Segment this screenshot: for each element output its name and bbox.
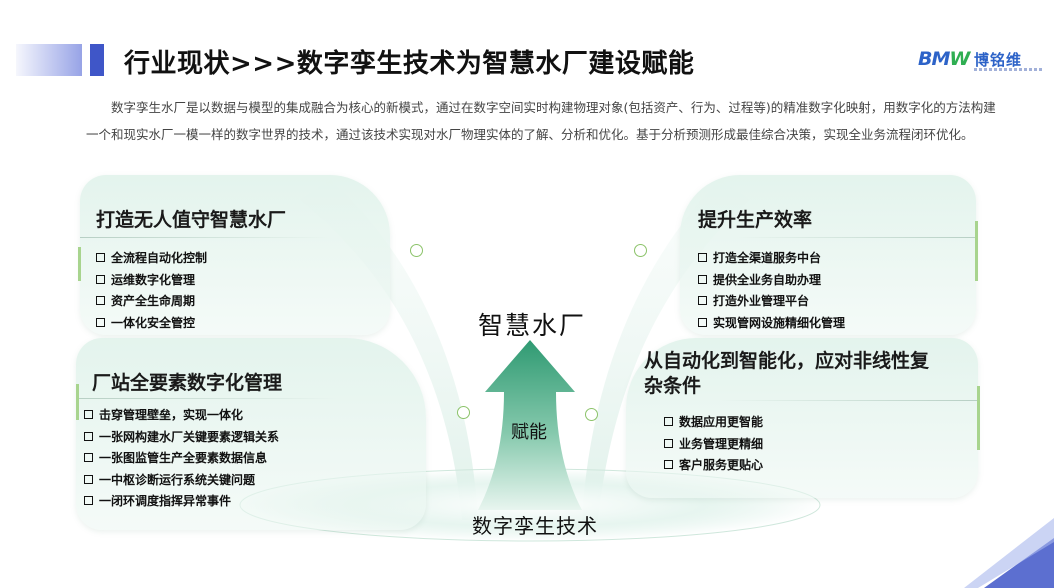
checkbox-icon [698, 253, 707, 262]
header-decor-block [90, 44, 104, 76]
checkbox-icon [84, 453, 93, 462]
header-decor-bar [16, 44, 82, 76]
checkbox-icon [698, 317, 707, 327]
logo-tagline-decor [974, 68, 1044, 71]
panel-production-efficiency: 提升生产效率 打造全渠道服务中台 提供全业务自助办理 打造外业管理平台 实现管网… [680, 175, 978, 335]
smart-water-plant-label: 智慧水厂 [478, 311, 587, 340]
panel-divider [80, 237, 330, 238]
list-item: 运维数字化管理 [96, 271, 207, 293]
panel-divider [736, 237, 976, 238]
checkbox-icon [96, 317, 105, 327]
logo-name: 博铭维 [974, 51, 1023, 69]
list-item: 数据应用更智能 [664, 413, 763, 435]
panel-title: 厂站全要素数字化管理 [92, 372, 283, 394]
list-item: 一张网构建水厂关键要素逻辑关系 [84, 428, 279, 450]
corner-decoration [964, 518, 1054, 588]
connector-node-bottom-right [585, 408, 598, 421]
panel-accent [977, 386, 980, 450]
connector-node-top-left [410, 244, 423, 257]
checkbox-icon [664, 438, 673, 448]
panel-accent [975, 221, 978, 281]
list-item: 一闭环调度指挥异常事件 [84, 492, 279, 514]
checkbox-icon [664, 460, 673, 469]
checkbox-icon [664, 417, 673, 426]
panel-list: 打造全渠道服务中台 提供全业务自助办理 打造外业管理平台 实现管网设施精细化管理 [698, 249, 845, 335]
checkbox-icon [84, 431, 93, 441]
connector-node-bottom-left [457, 406, 470, 419]
panel-divider [76, 398, 336, 399]
list-item: 打造外业管理平台 [698, 292, 845, 314]
page-title: 行业现状>>>数字孪生技术为智慧水厂建设赋能 [124, 49, 695, 79]
empower-label: 赋能 [511, 422, 547, 443]
checkbox-icon [84, 474, 93, 484]
list-item: 一中枢诊断运行系统关键问题 [84, 471, 279, 493]
checkbox-icon [96, 296, 105, 305]
checkbox-icon [698, 274, 707, 284]
list-item: 一张图监管生产全要素数据信息 [84, 449, 279, 471]
panel-list: 击穿管理壁垒，实现一体化 一张网构建水厂关键要素逻辑关系 一张图监管生产全要素数… [84, 406, 279, 514]
connector-node-top-right [634, 244, 647, 257]
panel-automation-to-intelligence: 从自动化到智能化，应对非线性复 杂条件 数据应用更智能 业务管理更精细 客户服务… [626, 338, 980, 498]
list-item: 一体化安全管控 [96, 314, 207, 336]
checkbox-icon [84, 496, 93, 505]
panel-full-element-management: 厂站全要素数字化管理 击穿管理壁垒，实现一体化 一张网构建水厂关键要素逻辑关系 … [76, 338, 426, 530]
panel-title: 提升生产效率 [698, 209, 813, 231]
panel-title-line2: 杂条件 [644, 375, 702, 397]
logo-mark: BMW [918, 48, 970, 70]
list-item: 提供全业务自助办理 [698, 271, 845, 293]
list-item: 全流程自动化控制 [96, 249, 207, 271]
digital-twin-label: 数字孪生技术 [472, 514, 598, 538]
company-logo: BMW 博铭维 [918, 48, 1044, 74]
list-item: 资产全生命周期 [96, 292, 207, 314]
list-item: 业务管理更精细 [664, 435, 763, 457]
list-item: 击穿管理壁垒，实现一体化 [84, 406, 279, 428]
list-item: 客户服务更贴心 [664, 456, 763, 478]
checkbox-icon [84, 410, 93, 419]
panel-accent [76, 384, 79, 420]
panel-title: 打造无人值守智慧水厂 [96, 209, 287, 231]
checkbox-icon [96, 274, 105, 284]
panel-list: 数据应用更智能 业务管理更精细 客户服务更贴心 [664, 413, 763, 478]
panel-accent [78, 247, 81, 281]
list-item: 打造全渠道服务中台 [698, 249, 845, 271]
panel-title-line1: 从自动化到智能化，应对非线性复 [644, 350, 930, 372]
panel-divider [718, 400, 978, 401]
checkbox-icon [96, 253, 105, 262]
panel-unmanned-plant: 打造无人值守智慧水厂 全流程自动化控制 运维数字化管理 资产全生命周期 一体化安… [78, 175, 390, 335]
checkbox-icon [698, 296, 707, 305]
panel-list: 全流程自动化控制 运维数字化管理 资产全生命周期 一体化安全管控 [96, 249, 207, 335]
list-item: 实现管网设施精细化管理 [698, 314, 845, 336]
intro-paragraph: 数字孪生水厂是以数据与模型的集成融合为核心的新模式，通过在数字空间实时构建物理对… [86, 100, 996, 142]
